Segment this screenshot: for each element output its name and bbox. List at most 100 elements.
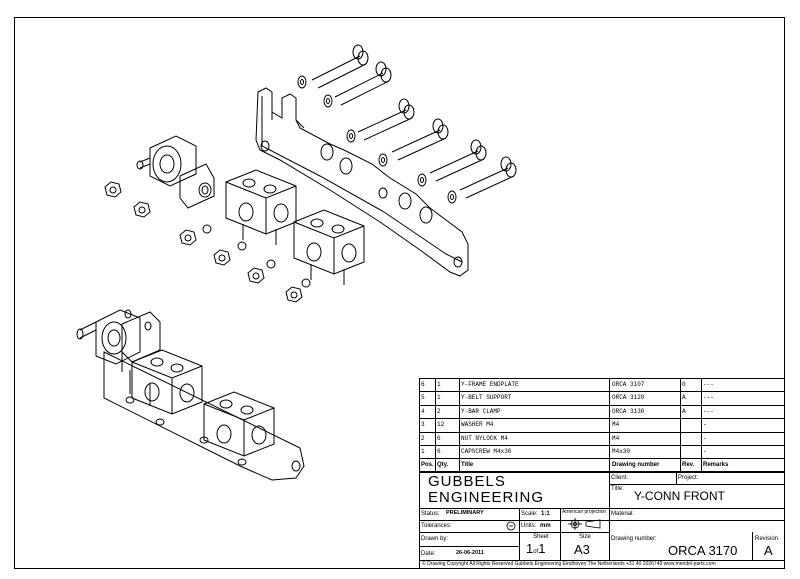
size-value: A3 — [574, 542, 590, 557]
bom-cell-remarks: - — [703, 421, 707, 429]
bom-cell-pos: 6 — [421, 381, 425, 388]
drawing-number-label: Drawing number: — [611, 536, 657, 542]
capscrew-icon — [357, 98, 415, 141]
size-label: Size — [579, 534, 591, 540]
bom-cell-title: Y-BELT SUPPORT — [461, 394, 512, 402]
units-label: Units: — [521, 523, 537, 529]
capscrew-icon — [334, 61, 392, 106]
date-value: 26-06-2011 — [456, 550, 484, 556]
title-label: Title: — [611, 486, 624, 492]
copyright-footer: © Drawing Copyright All Rights Reserved … — [422, 561, 716, 567]
bom-cell-pos: 2 — [421, 434, 425, 442]
drawing-number-value: ORCA 3170 — [668, 543, 738, 558]
drawing-title: Y-CONN FRONT — [634, 489, 725, 503]
washer-icon — [417, 173, 427, 187]
bom-cell-drawing-number: ORCA 3130 — [612, 407, 645, 415]
bom-cell-pos: 4 — [421, 407, 425, 415]
washer-icon — [323, 94, 333, 108]
status-label: Status: — [421, 511, 440, 517]
bom-cell-qty: 1 — [437, 381, 441, 388]
bom-cell-remarks: - — [703, 434, 707, 442]
bom-cell-title: Y-BAR CLAMP — [461, 407, 501, 415]
washer-icon — [297, 75, 307, 89]
capscrew-icon — [429, 139, 487, 182]
capscrew-icon — [311, 44, 369, 89]
bom-cell-drawing-number: M4 — [612, 434, 620, 442]
bom-header-pos: Pos. — [421, 462, 434, 469]
bom-cell-title: WASHER M4 — [461, 421, 494, 429]
bom-cell-qty: 2 — [437, 407, 441, 415]
bom-cell-drawing-number: ORCA 3107 — [612, 381, 645, 388]
bom-cell-drawing-number: M4 — [612, 421, 620, 429]
bom-cell-rev: 0 — [682, 381, 686, 388]
washer-icon — [378, 153, 388, 167]
drawing-frame — [14, 17, 785, 569]
nut-icon — [133, 201, 151, 218]
project-label: Project: — [678, 475, 699, 481]
belt-support-icon — [136, 135, 215, 209]
bom-cell-remarks: --- — [703, 381, 714, 388]
scale-value: 1:1 — [541, 511, 550, 517]
revision-value: A — [764, 543, 773, 558]
washer-icon — [266, 259, 276, 269]
bom-header-rev: Rev. — [682, 462, 695, 469]
bom-cell-pos: 1 — [421, 448, 425, 455]
washer-icon — [346, 129, 356, 143]
bom-cell-qty: 12 — [437, 421, 445, 429]
bom-cell-qty: 1 — [437, 394, 441, 402]
bom-cell-title: CAPSCREW M4x30 — [461, 448, 512, 455]
bom-cell-qty: 6 — [437, 434, 441, 442]
assembled-view — [76, 309, 305, 481]
bom-cell-drawing-number: ORCA 3120 — [612, 394, 645, 402]
nut-icon — [179, 229, 197, 246]
drawn-by-label: Drawn by: — [421, 536, 449, 542]
bom-cell-title: Y-FRAME ENDPLATE — [461, 381, 519, 388]
bom-cell-remarks: - — [703, 448, 707, 455]
bar-clamp-icon — [293, 209, 365, 285]
bom-header-drawing-number: Drawing number — [612, 462, 660, 469]
date-label: Date: — [421, 551, 436, 557]
sheet-label: Sheet — [533, 534, 549, 540]
bom-cell-title: NUT NYLOCK M4 — [461, 434, 508, 442]
washer-icon — [301, 278, 311, 288]
sheet-of: of — [533, 549, 539, 555]
bom-cell-remarks: --- — [703, 407, 714, 415]
washer-icon — [237, 241, 247, 251]
scale-label: Scale: — [521, 511, 538, 517]
sheet-total: 1 — [538, 541, 546, 556]
nut-icon — [104, 181, 122, 198]
sheet-current: 1 — [526, 541, 534, 556]
american-projection-label: American projection — [562, 509, 607, 515]
tolerance-symbol-icon — [506, 521, 516, 531]
client-label: Client: — [611, 475, 629, 481]
bom-cell-qty: 6 — [437, 448, 441, 455]
washer-icon — [202, 224, 212, 234]
nut-icon — [213, 249, 231, 266]
bom-header-qty: Qty. — [437, 462, 449, 469]
washer-icon — [447, 190, 457, 204]
company-name-line2: ENGINEERING — [428, 489, 545, 506]
bom-cell-drawing-number: M4x30 — [612, 448, 631, 455]
bom-cell-pos: 5 — [421, 394, 425, 402]
bom-cell-pos: 3 — [421, 421, 425, 429]
bar-clamp-icon — [225, 169, 297, 245]
nut-icon — [285, 286, 303, 303]
material-label: Material: — [611, 511, 635, 517]
capscrew-icon — [391, 118, 449, 161]
projection-symbol-icon — [568, 518, 601, 530]
status-value: PRELIMINARY — [446, 510, 484, 516]
revision-label: Revision — [755, 536, 779, 542]
endplate-outline — [255, 87, 469, 277]
bom-header-title: Title — [461, 462, 474, 469]
bom-header-remarks: Remarks — [703, 462, 729, 469]
nut-icon — [247, 267, 265, 284]
bom-cell-rev: A — [682, 394, 686, 402]
units-value: mm — [540, 523, 551, 529]
company-name-line1: GUBBELS — [428, 473, 506, 490]
tolerances-label: Tolerances: — [421, 523, 452, 529]
capscrew-icon — [459, 156, 517, 199]
sheet-number: 1of1 — [526, 542, 545, 555]
bom-cell-rev: A — [682, 407, 686, 415]
